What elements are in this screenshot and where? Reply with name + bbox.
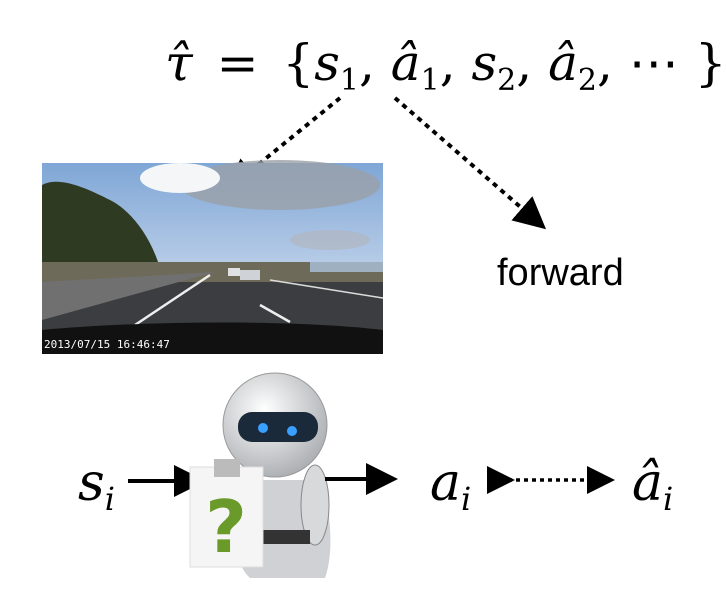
- action-label: forward: [497, 252, 624, 294]
- question-mark-icon: ?: [205, 485, 247, 569]
- dotted-arrow-to-action: [393, 96, 547, 230]
- action-symbol: ai: [430, 453, 471, 518]
- expert-action-symbol: âi: [632, 453, 673, 518]
- robot-eye-icon: [258, 423, 268, 433]
- robot-agent: ?: [189, 372, 331, 578]
- dotted-arrow-to-state: [225, 96, 342, 192]
- state-symbol: si: [78, 453, 115, 518]
- dashcam-photo: 2013/07/15 16:46:47: [42, 160, 384, 354]
- photo-timestamp: 2013/07/15 16:46:47: [44, 338, 170, 351]
- trajectory-equation: τ̂ = {s1, â1, s2, â2, ⋯ }: [165, 34, 726, 98]
- question-paper: [189, 466, 264, 568]
- robot-eye-icon: [287, 426, 297, 436]
